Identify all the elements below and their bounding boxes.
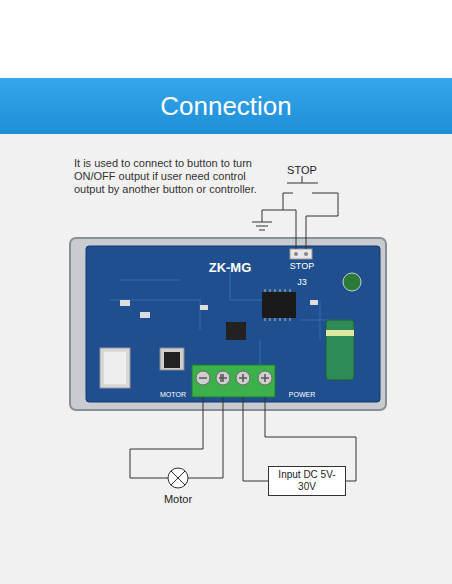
title: Connection [0, 78, 452, 134]
input-label: Input DC 5V-30V [272, 469, 342, 493]
note-text: It is used to connect to button to turn … [74, 157, 270, 196]
wire [130, 397, 203, 478]
lamp-symbol [153, 466, 203, 492]
wire [188, 397, 223, 478]
motor-label: Motor [153, 493, 203, 505]
board-silk-label: MOTOR [150, 391, 196, 398]
power-input-box: Input DC 5V-30V [268, 466, 346, 496]
board-silk-label: STOP [282, 261, 322, 271]
board-silk-label: J3 [282, 277, 322, 287]
wire-pair [130, 397, 223, 478]
model-name: ZK-MG [190, 260, 270, 275]
board-silk-label: POWER [282, 391, 322, 398]
top-ground [0, 0, 452, 78]
switch-label: STOP [282, 164, 322, 176]
motor-symbol: Motor [153, 466, 203, 510]
wire [243, 397, 268, 481]
controller-board: ZK-MG [70, 238, 386, 410]
